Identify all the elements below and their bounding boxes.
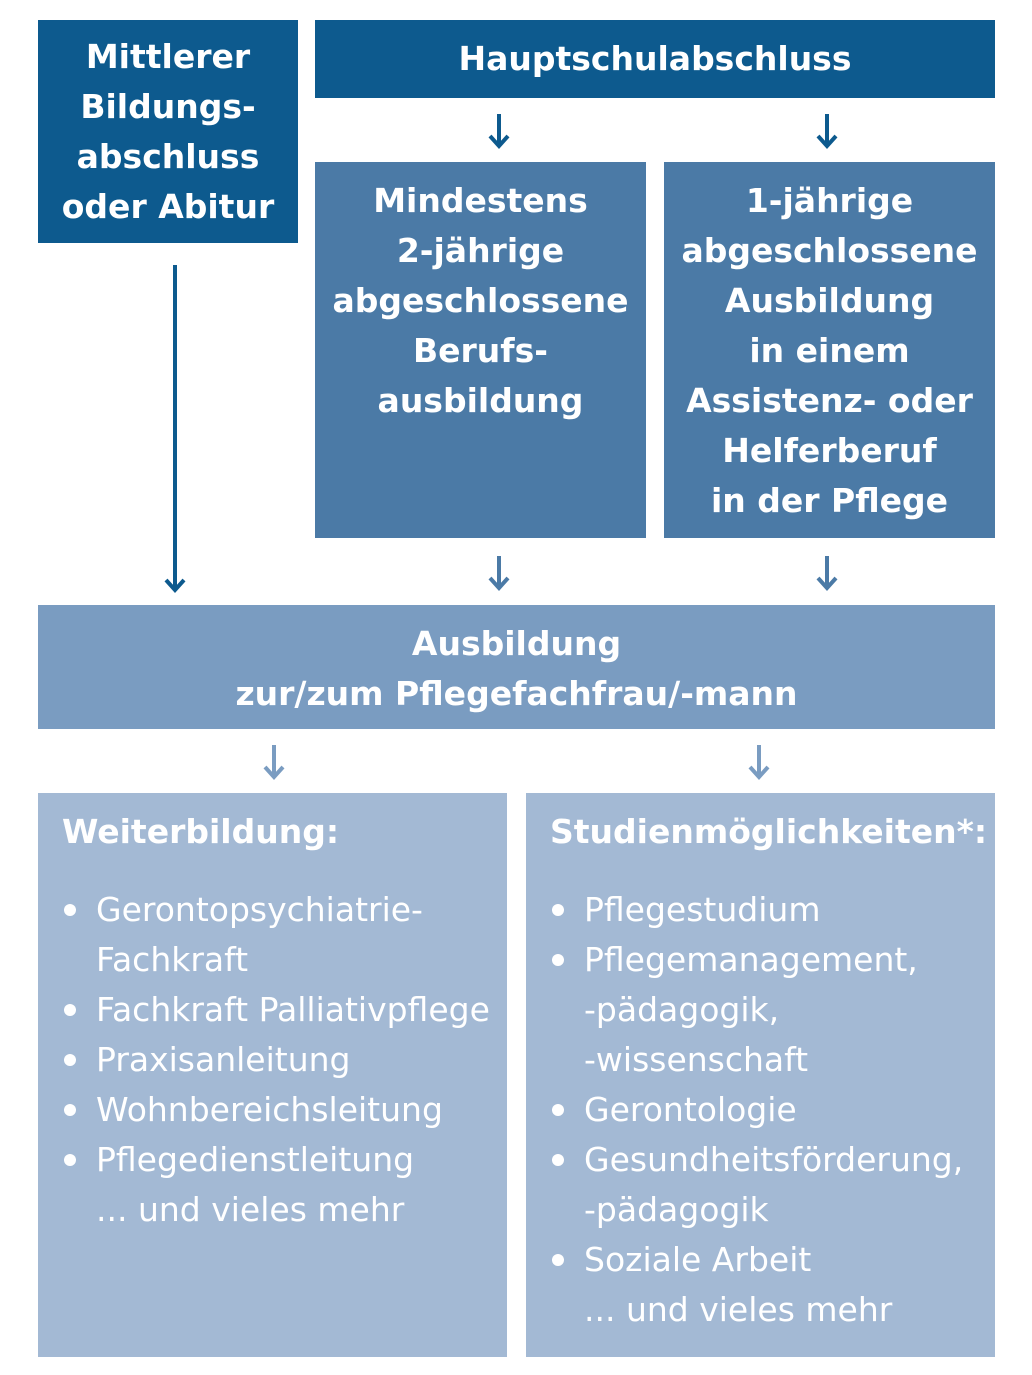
list-item-line: Pflegedienstleitung — [96, 1140, 415, 1179]
box-helferausbildung: 1-jährige abgeschlossene Ausbildung in e… — [664, 162, 995, 538]
studien-heading: Studienmöglichkeiten*: — [550, 812, 988, 851]
box-weiterbildung: Weiterbildung: Gerontopsychiatrie- Fachk… — [38, 793, 507, 1357]
box-hauptschulabschluss: Hauptschulabschluss — [315, 20, 995, 98]
box-line: abgeschlossene — [332, 281, 629, 320]
weiterbildung-more: ... und vieles mehr — [96, 1190, 405, 1229]
box-line: Mittlerer — [85, 37, 251, 76]
list-item: Pflegedienstleitung — [62, 1135, 507, 1185]
box-line: Ausbildung — [724, 281, 935, 320]
list-item: Gerontopsychiatrie- Fachkraft — [62, 885, 507, 985]
box-mittlerer-bildungsabschluss: Mittlerer Bildungs- abschluss oder Abitu… — [38, 20, 298, 243]
box-line: Helferberuf — [722, 431, 937, 470]
box-line: Bildungs- — [80, 87, 256, 126]
list-item: Wohnbereichsleitung — [62, 1085, 507, 1135]
arrow-down-icon — [263, 745, 285, 781]
arrow-down-icon — [748, 745, 770, 781]
weiterbildung-list: Gerontopsychiatrie- Fachkraft Fachkraft … — [62, 885, 507, 1185]
box-line: zur/zum Pflegefachfrau/-mann — [235, 674, 798, 713]
list-item-line: Wohnbereichsleitung — [96, 1090, 443, 1129]
studien-list: Pflegestudium Pflegemanagement, -pädagog… — [550, 885, 995, 1285]
list-item: Pflegemanagement, -pädagogik, -wissensch… — [550, 935, 995, 1085]
list-item-line: Gesundheitsförderung, — [584, 1140, 964, 1179]
box-label: Hauptschulabschluss — [458, 39, 852, 78]
list-item-line: Gerontologie — [584, 1090, 797, 1129]
list-item-line: Gerontopsychiatrie- — [96, 890, 423, 929]
list-item-line: -wissenschaft — [584, 1040, 809, 1079]
list-item-line: Fachkraft Palliativpflege — [96, 990, 490, 1029]
arrow-down-icon — [816, 556, 838, 592]
list-item: Fachkraft Palliativpflege — [62, 985, 507, 1035]
list-item-line: Pflegemanagement, — [584, 940, 918, 979]
box-berufsausbildung: Mindestens 2-jährige abgeschlossene Beru… — [315, 162, 646, 538]
list-item: Soziale Arbeit — [550, 1235, 995, 1285]
arrow-down-icon — [164, 265, 186, 593]
box-pflegefachausbildung: Ausbildung zur/zum Pflegefachfrau/-mann — [38, 605, 995, 729]
list-item-line: Pflegestudium — [584, 890, 821, 929]
arrow-down-icon — [488, 556, 510, 592]
studien-more: ... und vieles mehr — [584, 1290, 893, 1329]
weiterbildung-heading: Weiterbildung: — [62, 812, 340, 851]
list-item: Pflegestudium — [550, 885, 995, 935]
list-item-line: Soziale Arbeit — [584, 1240, 812, 1279]
box-line: abgeschlossene — [681, 231, 978, 270]
box-line: ausbildung — [377, 381, 584, 420]
box-line: in der Pflege — [710, 481, 949, 520]
box-line: Berufs- — [413, 331, 548, 370]
list-item-line: -pädagogik, — [584, 990, 780, 1029]
box-line: 2-jährige — [396, 231, 565, 270]
list-item-line: Praxisanleitung — [96, 1040, 351, 1079]
box-line: in einem — [749, 331, 910, 370]
box-line: Assistenz- oder — [686, 381, 973, 420]
list-item-line: Fachkraft — [96, 940, 249, 979]
box-line: Mindestens — [373, 181, 588, 220]
list-item: Praxisanleitung — [62, 1035, 507, 1085]
box-line: 1-jährige — [745, 181, 914, 220]
box-line: Ausbildung — [411, 624, 622, 663]
list-item-line: -pädagogik — [584, 1190, 769, 1229]
box-line: abschluss — [76, 137, 260, 176]
arrow-down-icon — [816, 114, 838, 150]
box-line: oder Abitur — [61, 187, 275, 226]
list-item: Gerontologie — [550, 1085, 995, 1135]
list-item: Gesundheitsförderung, -pädagogik — [550, 1135, 995, 1235]
box-studienmoeglichkeiten: Studienmöglichkeiten*: Pflegestudium Pfl… — [526, 793, 995, 1357]
arrow-down-icon — [488, 114, 510, 150]
